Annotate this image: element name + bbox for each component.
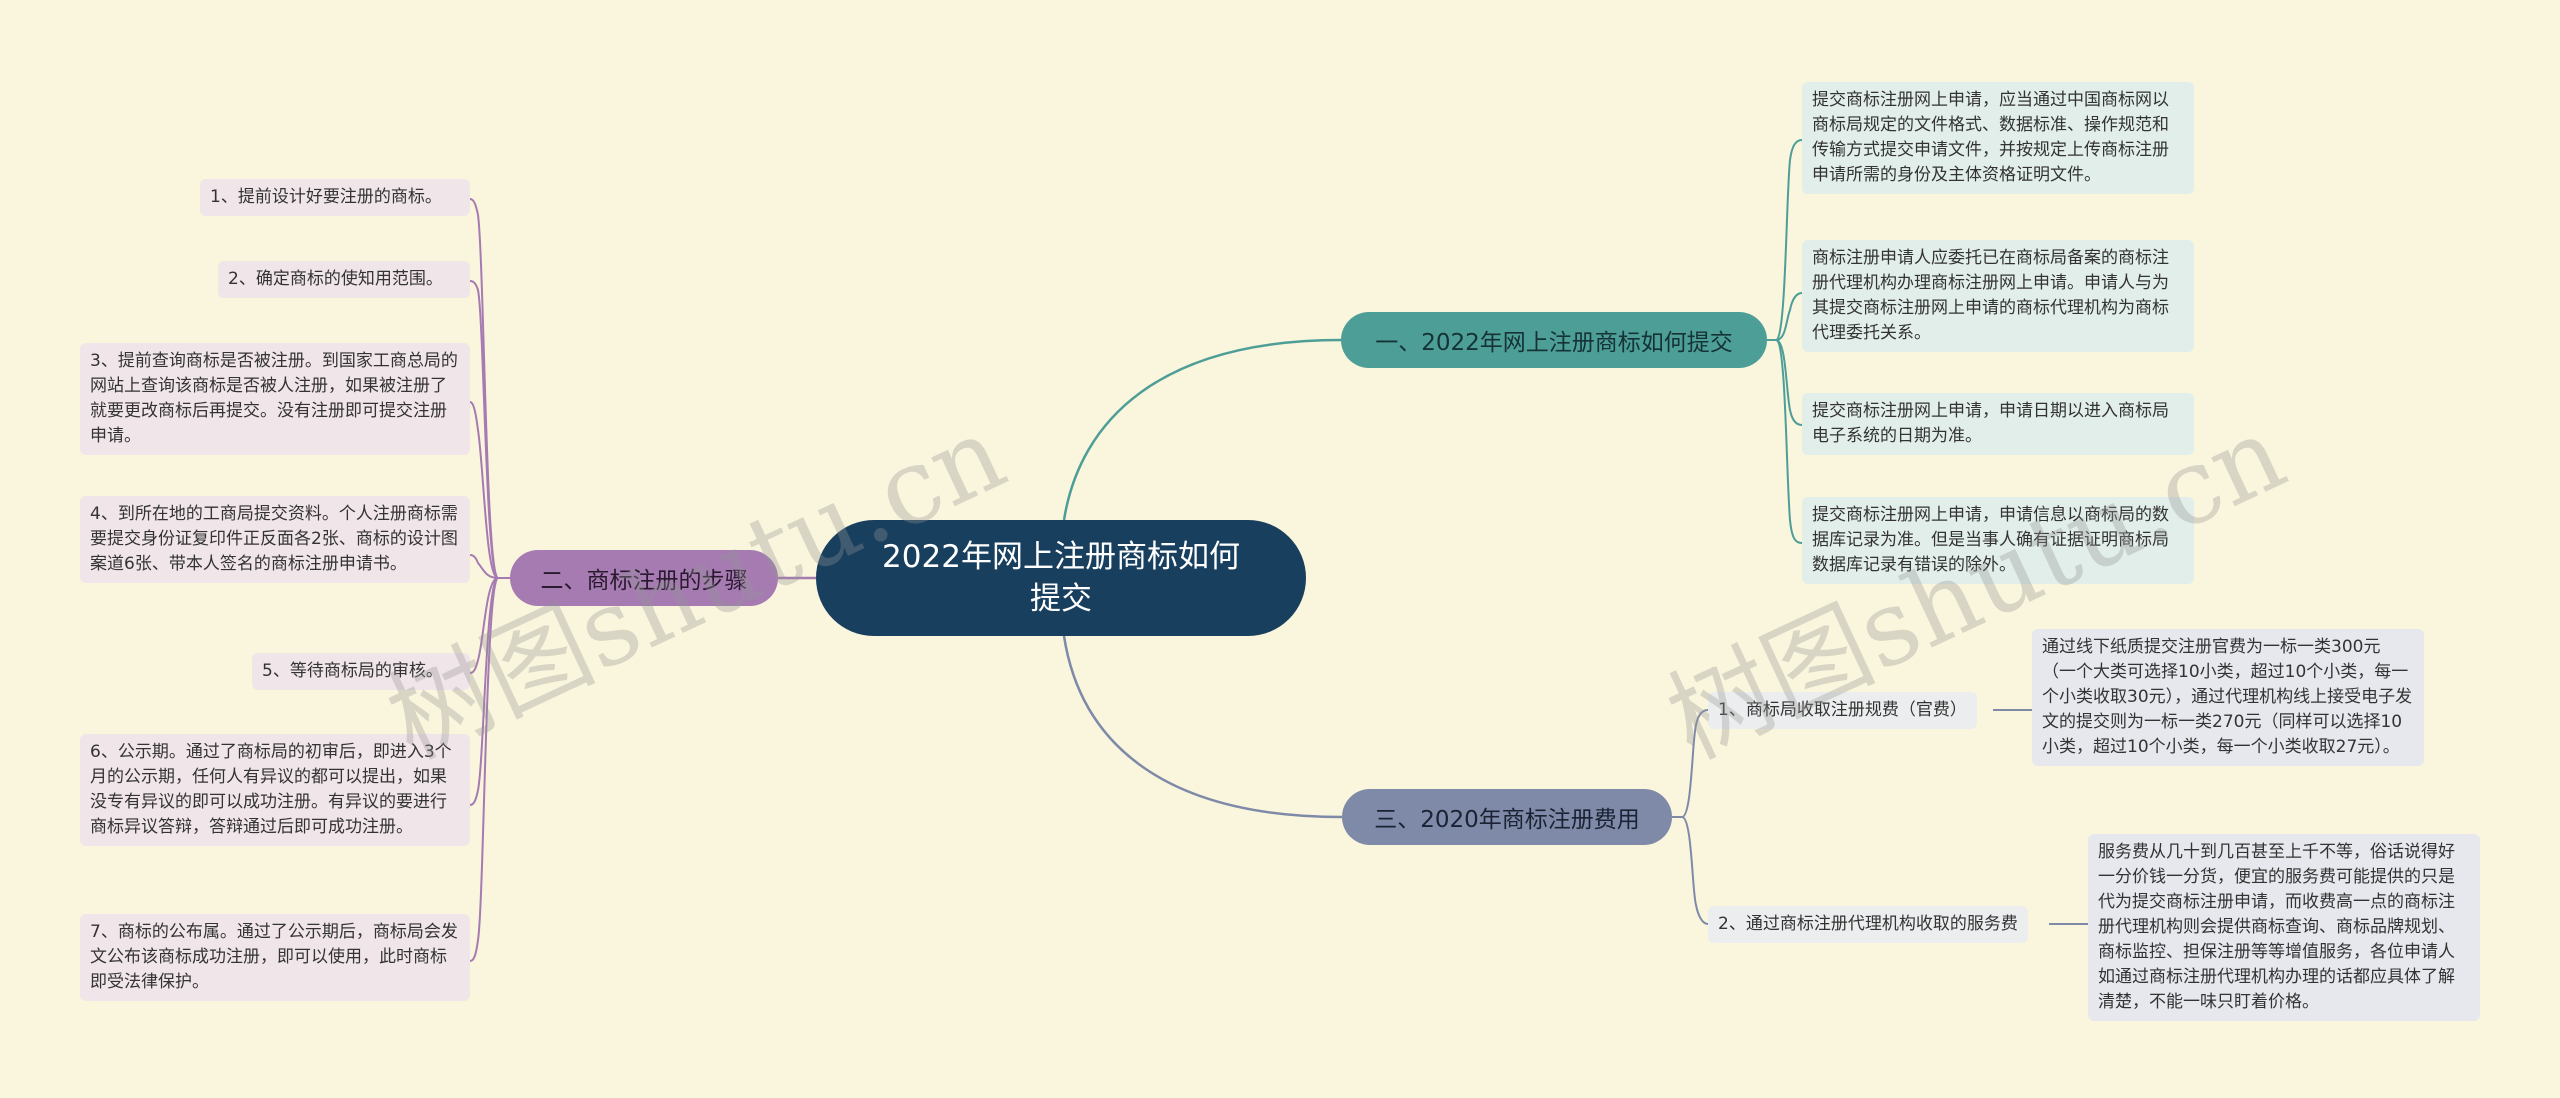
branch-how-to-submit-label: 一、2022年网上注册商标如何提交	[1375, 330, 1733, 356]
leaf-step-7[interactable]: 7、商标的公布属。通过了公示期后，商标局会发文公布该商标成功注册，即可以使用，此…	[80, 914, 470, 1001]
leaf-step-2[interactable]: 2、确定商标的使知用范围。	[218, 261, 470, 298]
leaf-step-1[interactable]: 1、提前设计好要注册的商标。	[200, 179, 470, 216]
leaf-submit-4[interactable]: 提交商标注册网上申请，申请信息以商标局的数据库记录为准。但是当事人确有证据证明商…	[1802, 497, 2194, 584]
branch-registration-steps-label: 二、商标注册的步骤	[540, 568, 748, 594]
root-topic[interactable]: 2022年网上注册商标如何提交	[816, 520, 1306, 636]
fee-official-detail[interactable]: 通过线下纸质提交注册官费为一标一类300元（一个大类可选择10小类，超过10个小…	[2032, 629, 2424, 766]
fee-agency[interactable]: 2、通过商标注册代理机构收取的服务费	[1708, 906, 2028, 943]
leaf-submit-1[interactable]: 提交商标注册网上申请，应当通过中国商标网以商标局规定的文件格式、数据标准、操作规…	[1802, 82, 2194, 194]
leaf-submit-3[interactable]: 提交商标注册网上申请，申请日期以进入商标局电子系统的日期为准。	[1802, 393, 2194, 455]
branch-registration-fees-label: 三、2020年商标注册费用	[1374, 807, 1640, 833]
fee-agency-detail[interactable]: 服务费从几十到几百甚至上千不等，俗话说得好一分价钱一分货，便宜的服务费可能提供的…	[2088, 834, 2480, 1021]
leaf-step-5[interactable]: 5、等待商标局的审核。	[252, 653, 470, 690]
branch-how-to-submit[interactable]: 一、2022年网上注册商标如何提交	[1341, 312, 1767, 368]
root-topic-label: 2022年网上注册商标如何提交	[882, 539, 1240, 617]
fee-official[interactable]: 1、商标局收取注册规费（官费）	[1708, 692, 1977, 729]
leaf-step-4[interactable]: 4、到所在地的工商局提交资料。个人注册商标需要提交身份证复印件正反面各2张、商标…	[80, 496, 470, 583]
leaf-step-6[interactable]: 6、公示期。通过了商标局的初审后，即进入3个月的公示期，任何人有异议的都可以提出…	[80, 734, 470, 846]
leaf-submit-2[interactable]: 商标注册申请人应委托已在商标局备案的商标注册代理机构办理商标注册网上申请。申请人…	[1802, 240, 2194, 352]
branch-registration-steps[interactable]: 二、商标注册的步骤	[510, 550, 778, 606]
leaf-step-3[interactable]: 3、提前查询商标是否被注册。到国家工商总局的网站上查询该商标是否被人注册，如果被…	[80, 343, 470, 455]
branch-registration-fees[interactable]: 三、2020年商标注册费用	[1342, 789, 1672, 845]
